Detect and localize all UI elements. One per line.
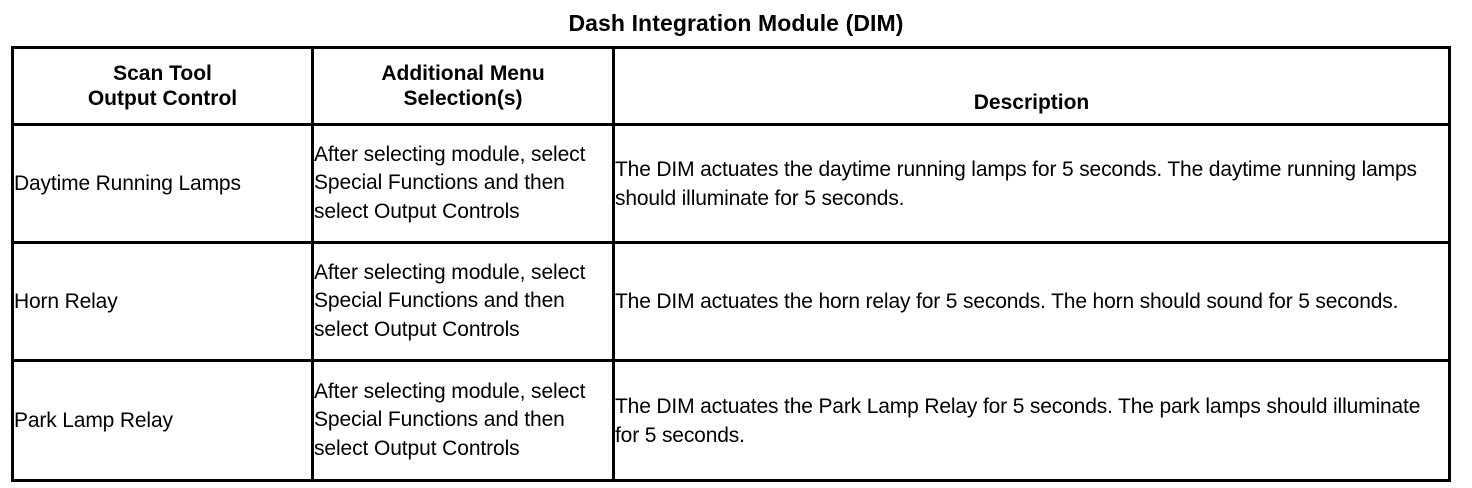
table-row: Horn Relay After selecting module, selec… [11, 241, 1451, 362]
column-header-scan-tool-output-control: Scan Tool Output Control [11, 46, 314, 126]
header-line-2: Output Control [87, 87, 238, 110]
header-line-1: Scan Tool [113, 62, 212, 85]
header-line-2: Selection(s) [403, 87, 523, 110]
cell-description: The DIM actuates the horn relay for 5 se… [612, 241, 1451, 362]
cell-description: The DIM actuates the Park Lamp Relay for… [612, 359, 1451, 482]
cell-description: The DIM actuates the daytime running lam… [612, 123, 1451, 244]
column-header-description: Description [612, 46, 1451, 126]
output-controls-table: Scan Tool Output Control Additional Menu… [11, 46, 1451, 482]
table-row: Daytime Running Lamps After selecting mo… [11, 123, 1451, 244]
table-header: Scan Tool Output Control Additional Menu… [11, 46, 1451, 126]
cell-additional-menu-selections: After selecting module, select Special F… [311, 241, 615, 362]
control-label: Park Lamp Relay [14, 408, 173, 432]
cell-scan-tool-output-control: Horn Relay [11, 241, 314, 362]
table-row: Park Lamp Relay After selecting module, … [11, 359, 1451, 482]
header-row: Scan Tool Output Control Additional Menu… [11, 46, 1451, 126]
cell-scan-tool-output-control: Daytime Running Lamps [11, 123, 314, 244]
column-header-additional-menu-selections: Additional Menu Selection(s) [311, 46, 615, 126]
table-container: Scan Tool Output Control Additional Menu… [11, 46, 1451, 482]
cell-additional-menu-selections: After selecting module, select Special F… [311, 359, 615, 482]
page-title: Dash Integration Module (DIM) [568, 10, 904, 36]
control-label: Horn Relay [14, 289, 118, 313]
control-label: Daytime Running Lamps [14, 171, 241, 195]
cell-scan-tool-output-control: Park Lamp Relay [11, 359, 314, 482]
cell-additional-menu-selections: After selecting module, select Special F… [311, 123, 615, 244]
table-body: Daytime Running Lamps After selecting mo… [11, 123, 1451, 482]
header-line-1: Additional Menu [381, 62, 545, 85]
